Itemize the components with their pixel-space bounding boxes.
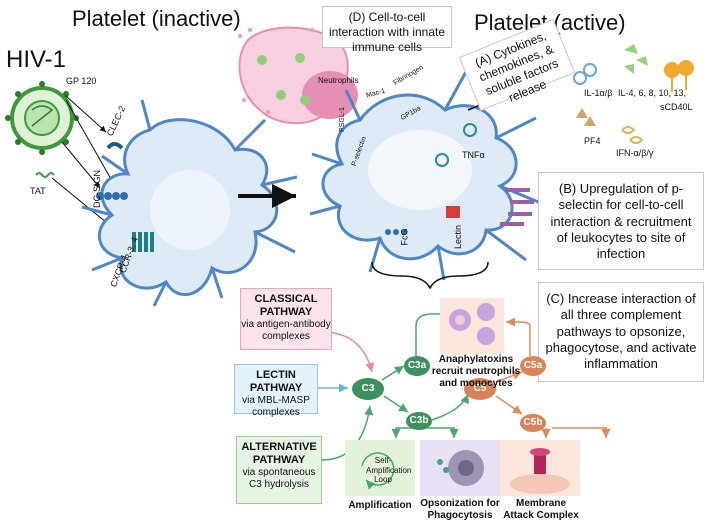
node-c3b: C3b (406, 412, 432, 430)
mac-caption: Membrane Attack Complex (503, 498, 579, 521)
alternative-sub: via spontaneous C3 hydrolysis (242, 467, 316, 491)
section-c-text: (C) Increase interaction of all three co… (545, 291, 697, 371)
alternative-pathway-box: ALTERNATIVE PATHWAY via spontaneous C3 h… (236, 436, 322, 504)
label-lectin: Lectin (453, 224, 464, 250)
neutrophils (238, 26, 358, 125)
node-c5b: C5b (520, 414, 546, 432)
label-il1: IL-1α/β (584, 88, 613, 98)
label-ils: IL-4, 6, 8, 10, 13, (618, 88, 687, 98)
label-tat: TAT (30, 186, 46, 196)
label-pf4: PF4 (584, 136, 601, 146)
node-c3: C3 (352, 378, 384, 400)
section-b-box: (B) Upregulation of p-selectin for cell-… (538, 172, 704, 270)
alternative-title: ALTERNATIVE PATHWAY (241, 441, 317, 467)
title-platelet-inactive: Platelet (inactive) (72, 6, 241, 31)
label-fcg: FcG (399, 228, 410, 246)
bracket (371, 261, 489, 290)
label-ifn: IFN-α/β/γ (616, 148, 654, 158)
anaphylatoxin-panel (440, 298, 504, 354)
inactive-platelet (81, 99, 298, 307)
section-d-box: (D) Cell-to-cell interaction with innate… (322, 6, 452, 54)
tat-icon (35, 172, 55, 178)
label-gp120: GP 120 (66, 76, 97, 86)
title-hiv: HIV-1 (6, 46, 67, 73)
label-neutrophils: Neutrophils (318, 76, 359, 85)
cytokine-icons (573, 44, 694, 144)
label-scd40l: sCD40L (660, 102, 693, 112)
classical-sub: via antigen-antibody complexes (241, 319, 331, 343)
label-tnf: TNFα (462, 150, 485, 160)
lectin-title: LECTIN PATHWAY (249, 369, 303, 395)
section-c-box: (C) Increase interaction of all three co… (538, 282, 704, 382)
hiv-virus (5, 81, 79, 155)
section-d-text: (D) Cell-to-cell interaction with innate… (328, 10, 446, 54)
classical-title: CLASSICAL PATHWAY (254, 293, 318, 319)
self-amplification-caption: Self-Amplification Loop (366, 456, 412, 485)
label-psgl1: PSGL-1 (338, 107, 346, 132)
anaphylatoxins-caption: Anaphylatoxins recruit neutrophils and m… (431, 354, 521, 389)
node-c5: C5 (464, 378, 496, 400)
classical-pathway-box: CLASSICAL PATHWAY via antigen-antibody c… (240, 288, 332, 350)
active-platelet (309, 69, 549, 281)
amplification-caption: Amplification (348, 500, 412, 511)
amplification-panel (345, 440, 415, 496)
label-dcsign: DC-SIGN (92, 170, 102, 208)
lectin-sub: via MBL-MASP complexes (242, 395, 310, 419)
section-b-text: (B) Upregulation of p-selectin for cell-… (550, 181, 692, 261)
opsonization-caption: Opsonization for Phagocytosis (420, 498, 500, 521)
lectin-pathway-box: LECTIN PATHWAY via MBL-MASP complexes (234, 364, 318, 418)
node-c5a: C5a (520, 356, 546, 376)
node-c3a: C3a (404, 356, 430, 376)
